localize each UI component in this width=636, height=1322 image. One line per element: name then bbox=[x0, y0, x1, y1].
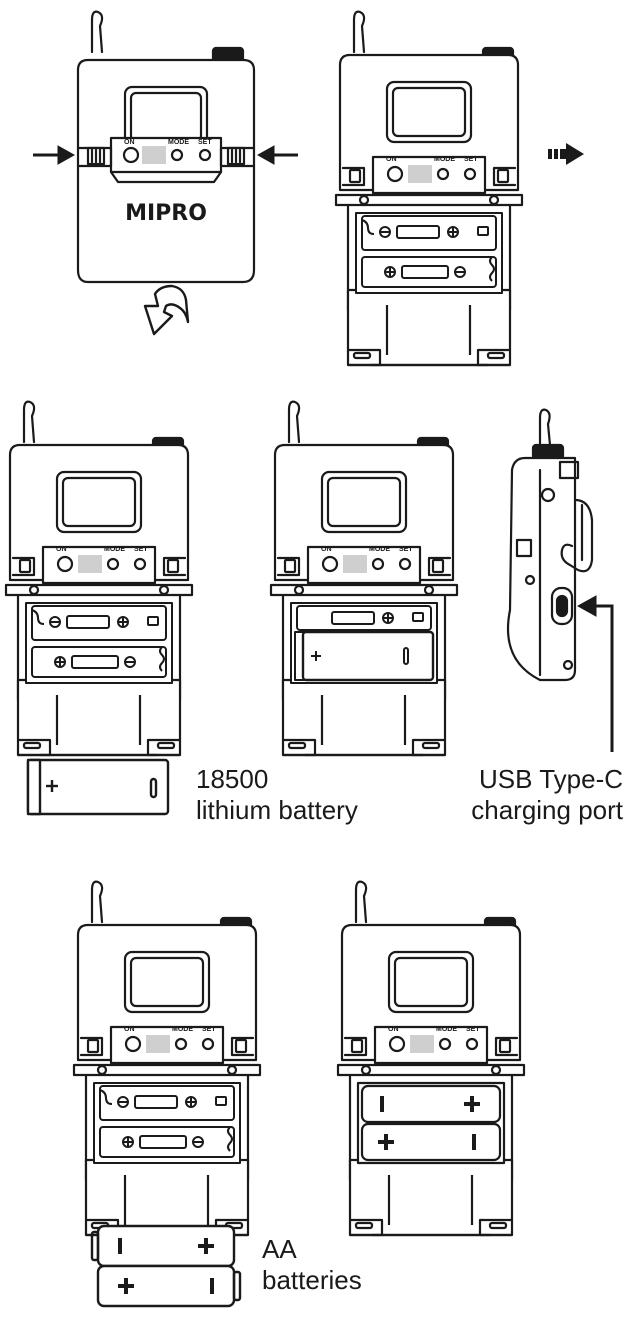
step2-open-transmitter bbox=[334, 10, 524, 367]
arrow-right-icon bbox=[33, 145, 76, 165]
lithium-label-line2: lithium battery bbox=[196, 795, 358, 825]
step3-holder-view bbox=[4, 400, 194, 757]
aa-label-line2: batteries bbox=[262, 1265, 362, 1295]
rotate-arrow-icon bbox=[143, 284, 190, 336]
antenna-icon bbox=[538, 408, 552, 447]
on-label: ON bbox=[124, 139, 135, 146]
usb-label-line2: charging port bbox=[471, 795, 623, 825]
lithium-label-line1: 18500 bbox=[196, 764, 269, 794]
usb-label-line1: USB Type-C bbox=[478, 764, 623, 794]
step1-closed-transmitter: ON MODE SET MIPRO bbox=[76, 10, 256, 284]
side-view-transmitter bbox=[506, 408, 594, 682]
set-label: SET bbox=[198, 139, 212, 146]
step6-aa-installed bbox=[336, 880, 526, 1237]
antenna-icon bbox=[90, 10, 104, 54]
step4-lithium-installed bbox=[269, 400, 459, 757]
lithium-battery-illustration bbox=[26, 758, 170, 816]
aa-label-line1: AA bbox=[262, 1234, 297, 1264]
mode-label: MODE bbox=[168, 139, 189, 146]
aa-batteries-illustration bbox=[90, 1224, 242, 1308]
arrow-left-icon bbox=[256, 145, 298, 165]
lithium-battery-label: 18500 lithium battery bbox=[196, 764, 358, 826]
aa-batteries-label: AA batteries bbox=[262, 1234, 362, 1296]
dashed-arrow-right-icon bbox=[548, 143, 584, 165]
step5-aa-holder bbox=[72, 880, 262, 1237]
usb-port-label: USB Type-C charging port bbox=[458, 764, 623, 826]
battery-plus-icon bbox=[198, 1238, 214, 1254]
usb-pointer-arrow bbox=[576, 595, 614, 752]
belt-clip-icon bbox=[560, 498, 594, 573]
mipro-logo: MIPRO bbox=[125, 201, 207, 226]
